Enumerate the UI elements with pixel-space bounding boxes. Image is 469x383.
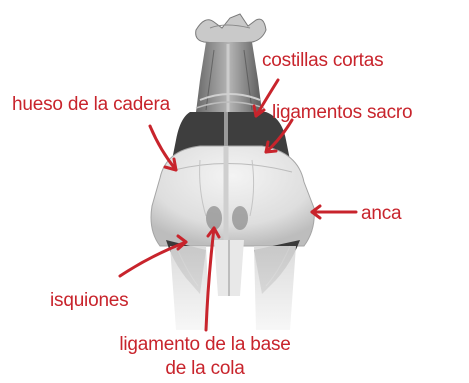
label-isquiones: isquiones xyxy=(50,290,128,312)
label-ligamentos-sacro: ligamentos sacro xyxy=(272,102,412,124)
arrow-hueso-cadera xyxy=(150,126,176,170)
label-anca: anca xyxy=(361,203,401,225)
label-ligamento-base-cola-line2: de la cola xyxy=(100,358,310,380)
label-costillas-cortas: costillas cortas xyxy=(262,50,383,72)
label-hueso-de-la-cadera: hueso de la cadera xyxy=(12,94,170,116)
cow-head xyxy=(196,14,266,44)
cow-legs xyxy=(170,240,296,330)
label-ligamento-base-cola-line1: ligamento de la base xyxy=(100,334,310,356)
